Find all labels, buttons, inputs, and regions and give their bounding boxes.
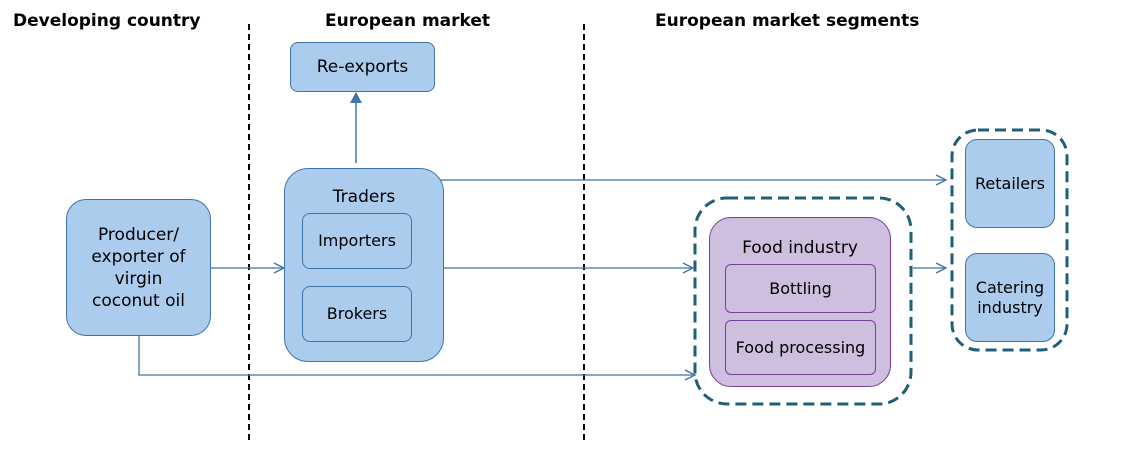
importers-label: Importers	[318, 231, 396, 250]
catering-industry-box: Catering industry	[965, 253, 1055, 342]
heading-developing-country: Developing country	[13, 11, 201, 31]
re-exports-label: Re-exports	[316, 57, 409, 77]
heading-european-market-segments: European market segments	[655, 11, 920, 31]
bottling-label: Bottling	[769, 278, 832, 298]
retail-group-outline	[950, 128, 1069, 352]
traders-label: Traders	[332, 187, 396, 207]
food-industry-box: Food industry Bottling Food processing	[709, 217, 891, 387]
importers-box: Importers	[302, 213, 412, 269]
bottling-box: Bottling	[725, 264, 876, 313]
food-processing-label: Food processing	[735, 337, 866, 357]
heading-european-market: European market	[325, 11, 491, 31]
food-industry-label: Food industry	[742, 238, 858, 258]
producer-box: Producer/ exporter of virgin coconut oil	[66, 199, 211, 336]
arrow-producer-to-food-industry	[138, 336, 695, 375]
food-processing-box: Food processing	[725, 320, 876, 375]
brokers-box: Brokers	[302, 286, 412, 342]
catering-industry-label: Catering industry	[975, 277, 1045, 317]
food-industry-group-outline	[693, 196, 913, 406]
brokers-label: Brokers	[326, 304, 388, 323]
retailers-label: Retailers	[975, 173, 1045, 193]
retailers-box: Retailers	[965, 139, 1055, 228]
traders-box: Traders Importers Brokers	[284, 168, 444, 362]
producer-label: Producer/ exporter of virgin coconut oil	[91, 224, 186, 311]
re-exports-box: Re-exports	[290, 42, 435, 92]
